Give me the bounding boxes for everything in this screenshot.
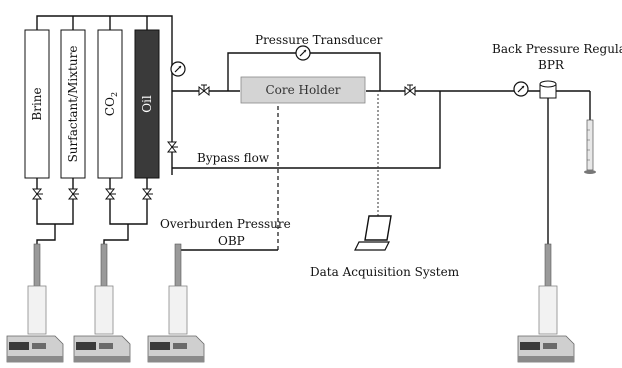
cylinder-oil: Oil: [134, 29, 160, 179]
syringe-pump-icon: [73, 243, 131, 363]
pressure-gauge-icon: [513, 81, 529, 97]
graduated-cylinder-icon: [584, 119, 596, 174]
pressure-gauge-icon: [170, 61, 186, 77]
daq-label: Data Acquisition System: [310, 265, 460, 279]
syringe-pump-icon: [147, 243, 205, 363]
needle-valve-icon[interactable]: [32, 188, 44, 200]
bypass-flow-label: Bypass flow: [197, 151, 270, 165]
core-holder-label: Core Holder: [265, 83, 340, 97]
pressure-transducer-label: Pressure Transducer: [255, 33, 383, 47]
needle-valve-icon[interactable]: [142, 188, 154, 200]
pressure-gauge-icon: [295, 45, 311, 61]
needle-valve-icon[interactable]: [404, 84, 416, 96]
needle-valve-icon[interactable]: [105, 188, 117, 200]
cylinder-oil-label: Oil: [140, 95, 154, 113]
needle-valve-icon[interactable]: [198, 84, 210, 96]
syringe-pump-icon: [517, 243, 575, 363]
bpr-icon: [539, 80, 557, 99]
cylinder-brine-label: Brine: [30, 87, 44, 120]
cylinder-surfactant-label: Surfactant/Mixture: [66, 46, 80, 163]
needle-valve-icon[interactable]: [68, 188, 80, 200]
syringe-pump-icon: [6, 243, 64, 363]
cylinder-co2-label: CO2: [103, 92, 119, 116]
bpr-title-label: Back Pressure Regulator: [492, 42, 622, 56]
core-holder: Core Holder: [240, 76, 366, 104]
overburden-label: Overburden Pressure: [160, 217, 291, 231]
laptop-icon: [354, 215, 392, 251]
obp-label: OBP: [218, 234, 245, 248]
piping: [36, 15, 591, 251]
cylinder-co2: CO2: [97, 29, 123, 179]
cylinder-brine: Brine: [24, 29, 50, 179]
needle-valve-icon[interactable]: [167, 141, 179, 153]
cylinder-surfactant: Surfactant/Mixture: [60, 29, 86, 179]
bpr-abbr-label: BPR: [538, 58, 565, 72]
